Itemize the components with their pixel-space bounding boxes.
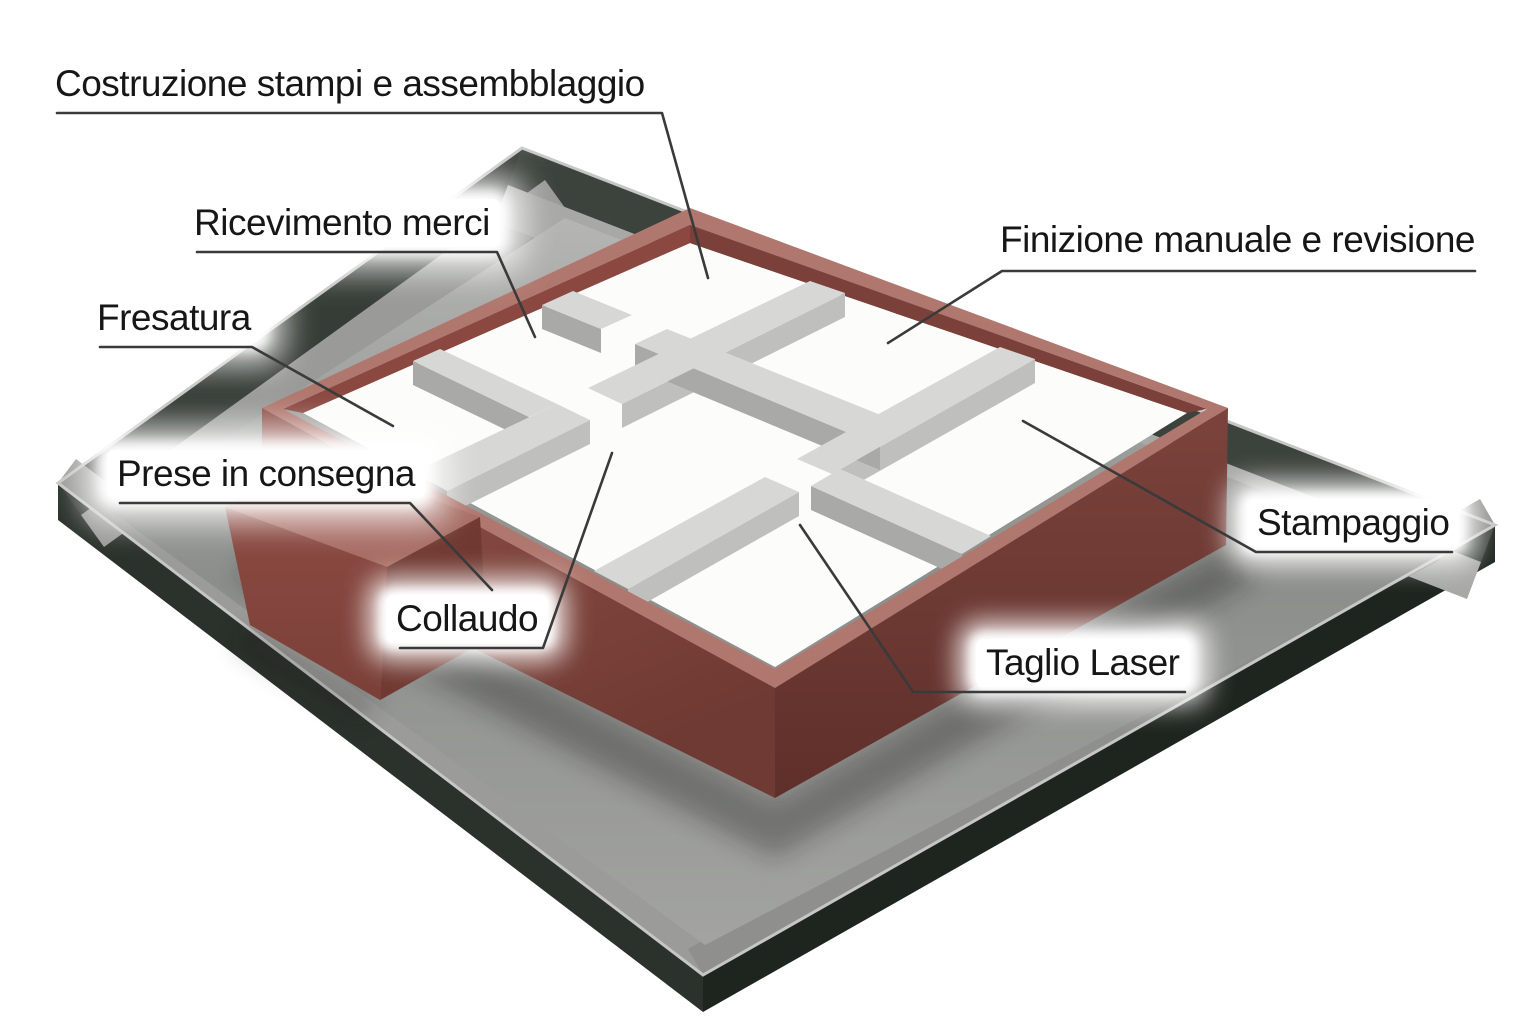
- label-prese-in-consegna: Prese in consegna: [107, 450, 425, 498]
- base-plate-side-right: [703, 525, 1495, 1012]
- label-fresatura: Fresatura: [87, 294, 261, 342]
- partition-side: [635, 344, 880, 470]
- partition-top: [797, 347, 1035, 474]
- label-costruzione-stampi: Costruzione stampi e assembblaggio: [45, 60, 655, 108]
- partition-top: [588, 281, 845, 404]
- partition-side: [628, 492, 799, 613]
- label-stampaggio: Stampaggio: [1247, 499, 1460, 547]
- interior-partitions: [413, 281, 1035, 613]
- annex-shadow: [232, 625, 380, 722]
- label-ricevimento-merci: Ricevimento merci: [184, 199, 500, 247]
- base-plate-side-left: [58, 483, 703, 1012]
- partition-top: [542, 291, 632, 329]
- partition-side: [542, 305, 601, 353]
- partition-side: [832, 359, 1035, 498]
- label-collaudo: Collaudo: [386, 595, 549, 643]
- partition-side: [413, 361, 529, 441]
- partition-top: [413, 349, 557, 417]
- partition-top: [594, 477, 799, 589]
- building-shadow: [235, 545, 1258, 858]
- label-taglio-laser: Taglio Laser: [976, 639, 1190, 687]
- partition-top: [635, 329, 913, 446]
- building-floor: [303, 243, 1187, 667]
- label-finizione-manuale: Finizione manuale e revisione: [990, 216, 1485, 264]
